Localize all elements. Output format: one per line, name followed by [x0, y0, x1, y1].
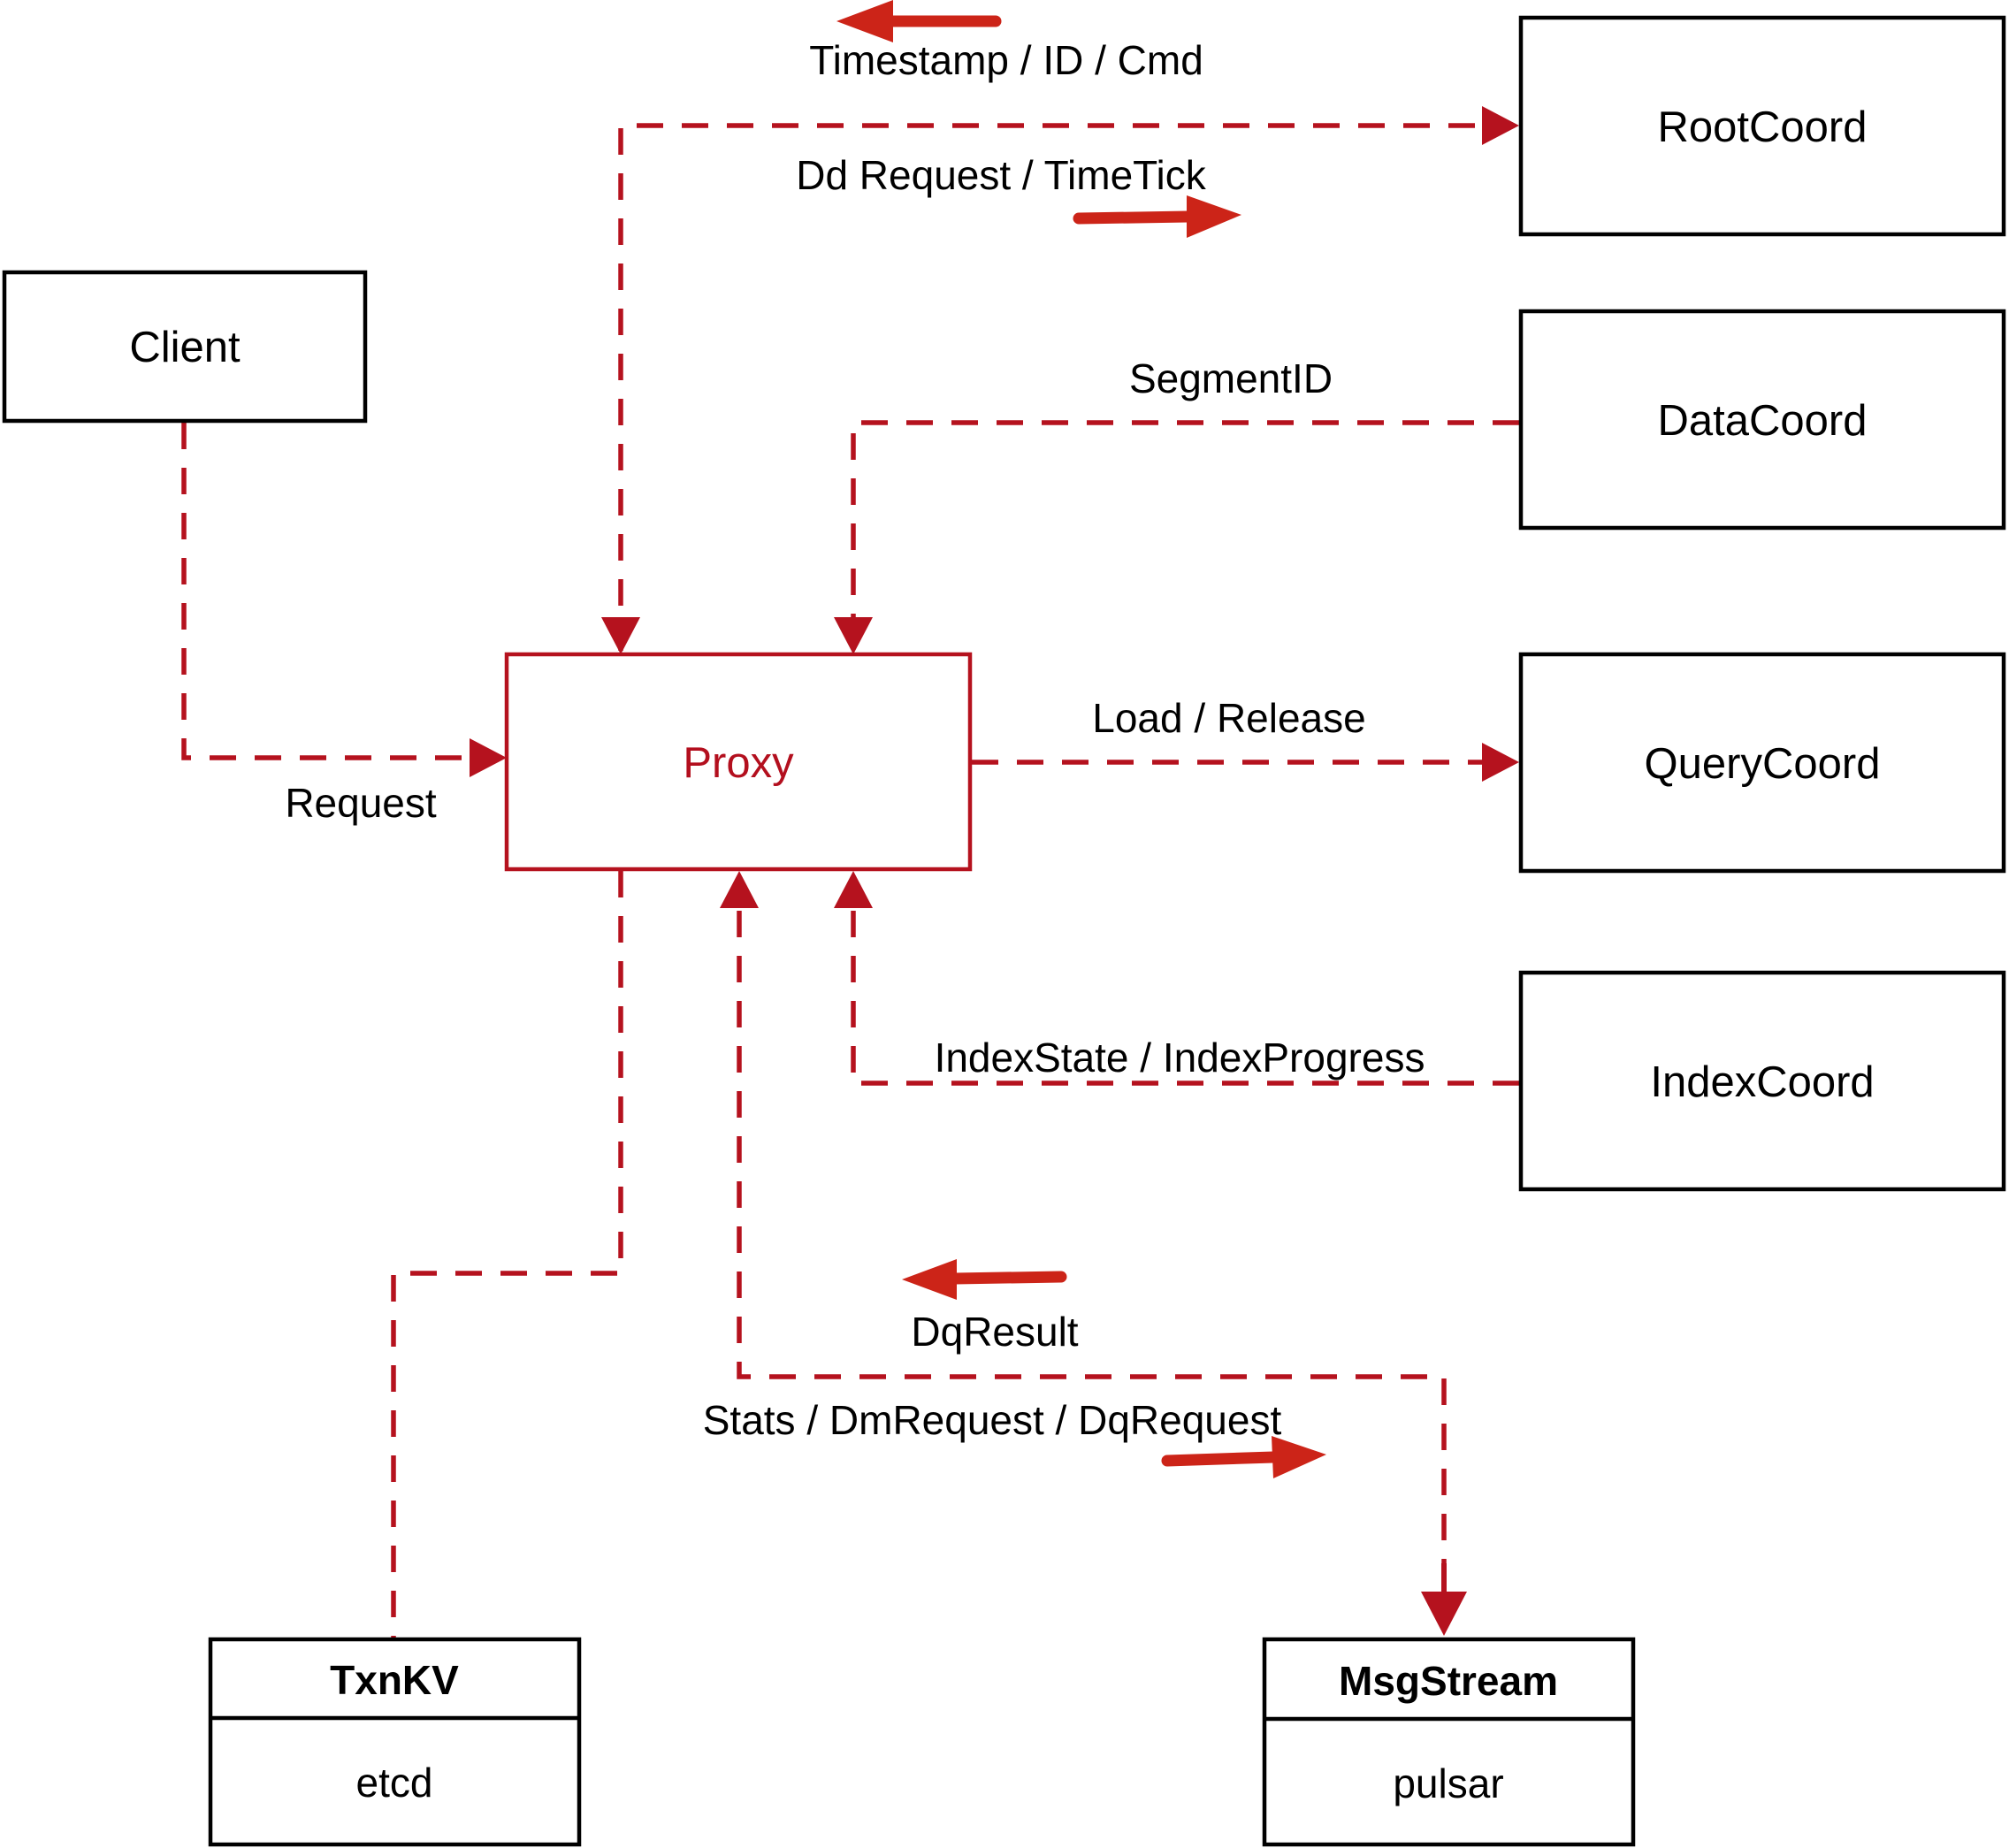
client-box — [2, 270, 368, 424]
label-timestamp-id-cmd: Timestamp / ID / Cmd — [809, 37, 1203, 83]
client-label: Client — [129, 324, 241, 371]
arrowhead-into-querycoord — [1482, 743, 1519, 782]
msgstream-title: MsgStream — [1339, 1658, 1558, 1704]
arrowhead-into-proxy-left — [470, 738, 507, 777]
edge-proxy-rootcoord — [618, 123, 1484, 651]
direction-arrow-proxy-to-msgstream — [1161, 1436, 1326, 1478]
direction-arrow-msgstream-to-proxy — [902, 1259, 1067, 1300]
label-load-release: Load / Release — [1092, 695, 1365, 741]
node-msgstream: MsgStream pulsar — [1262, 1637, 1636, 1847]
label-stats-dmrequest-dqrequest: Stats / DmRequest / DqRequest — [703, 1397, 1282, 1443]
edge-indexcoord-proxy — [851, 907, 1519, 1086]
label-dd-request-timetick: Dd Request / TimeTick — [796, 152, 1207, 198]
edges — [181, 106, 1519, 1638]
datacoord-box — [1518, 309, 2006, 531]
rootcoord-label: RootCoord — [1658, 103, 1868, 151]
node-client: Client — [2, 270, 368, 424]
edge-proxy-msgstream — [737, 911, 1447, 1565]
edge-datacoord-proxy — [851, 420, 1519, 649]
label-segment-id: SegmentID — [1129, 355, 1333, 401]
direction-arrows — [836, 0, 1326, 1478]
node-indexcoord: IndexCoord — [1518, 970, 2006, 1192]
querycoord-box — [1518, 652, 2006, 874]
edge-labels: Timestamp / ID / Cmd Dd Request / TimeTi… — [285, 37, 1425, 1443]
datacoord-label: DataCoord — [1658, 397, 1868, 445]
label-request: Request — [285, 780, 437, 826]
arrowhead-datacoord-into-proxy-top — [834, 617, 873, 654]
proxy-box — [504, 652, 973, 872]
node-datacoord: DataCoord — [1518, 309, 2006, 531]
arrowhead-indexcoord-into-proxy-bottom — [834, 871, 873, 908]
txnkv-body: etcd — [356, 1760, 433, 1806]
txnkv-box — [208, 1637, 582, 1847]
proxy-label: Proxy — [683, 739, 794, 787]
rootcoord-box — [1518, 15, 2006, 237]
indexcoord-label: IndexCoord — [1650, 1058, 1874, 1106]
txnkv-title: TxnKV — [330, 1657, 459, 1703]
node-querycoord: QueryCoord — [1518, 652, 2006, 874]
msgstream-body: pulsar — [1393, 1760, 1503, 1806]
arrowhead-rootcoord-into-proxy-top — [601, 617, 640, 654]
node-proxy: Proxy — [504, 652, 973, 872]
arrowhead-into-msgstream — [1421, 1592, 1467, 1636]
arrowhead-into-rootcoord — [1482, 106, 1519, 145]
label-dqresult: DqResult — [911, 1309, 1078, 1355]
arrowhead-msgstream-into-proxy-bottom — [720, 871, 759, 908]
node-rootcoord: RootCoord — [1518, 15, 2006, 237]
node-txnkv: TxnKV etcd — [208, 1637, 582, 1847]
querycoord-label: QueryCoord — [1645, 740, 1881, 788]
direction-arrow-rootcoord-to-proxy — [836, 0, 1002, 42]
direction-arrow-proxy-to-rootcoord — [1073, 195, 1241, 238]
indexcoord-box — [1518, 970, 2006, 1192]
msgstream-box — [1262, 1637, 1636, 1847]
edge-client-proxy — [181, 423, 470, 760]
label-indexstate-indexprogress: IndexState / IndexProgress — [935, 1035, 1425, 1081]
edge-proxy-txnkv — [391, 871, 623, 1638]
